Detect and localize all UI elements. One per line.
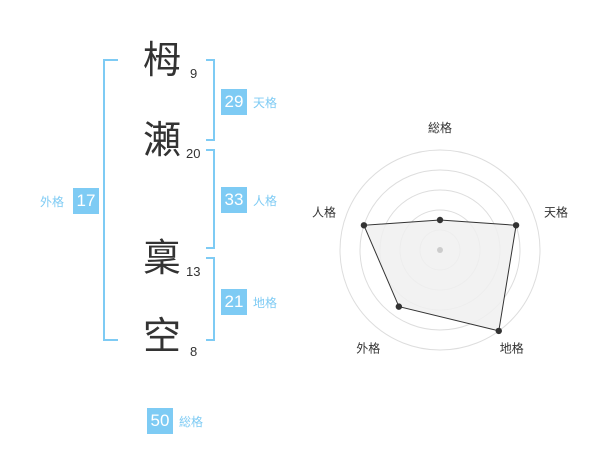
radar-point-5 [360,222,368,229]
tenkaku-label: 天格 [253,96,278,110]
soukaku-label: 総格 [179,415,204,429]
tenkaku-bracket [206,59,215,141]
jinkaku-value: 33 [221,187,247,213]
stroke-count-4: 8 [190,344,198,359]
chikaku-bracket [206,257,215,341]
chikaku-value: 21 [221,289,247,315]
radar-axis-label-3: 地格 [500,341,524,356]
jinkaku-bracket [206,149,215,249]
stroke-count-1: 9 [190,66,198,81]
radar-point-3 [495,327,502,335]
chikaku-label: 地格 [253,296,278,310]
name-char-4: 空 [142,314,181,358]
tenkaku-value: 29 [221,89,247,115]
name-char-2: 瀬 [142,118,181,162]
radar-point-1 [436,216,444,224]
stroke-count-3: 13 [186,264,201,279]
soukaku-value: 50 [147,408,173,434]
radar-axis-label-2: 天格 [544,204,568,219]
radar-ring [339,149,541,351]
name-char-3: 稟 [142,236,181,280]
radar-point-4 [395,303,403,310]
radar-axis-label-4: 外格 [356,341,380,356]
gaikaku-label: 外格 [40,195,65,209]
gaikaku-bracket [103,59,118,341]
radar-ring [359,169,521,331]
jinkaku-label: 人格 [253,194,278,208]
radar-axis-label-1: 総格 [428,120,452,135]
radar-center-dot [437,247,443,253]
radar-axis-label-5: 人格 [312,204,336,219]
name-char-1: 栂 [142,38,181,82]
stroke-count-2: 20 [186,146,201,161]
radar-polygon [363,219,517,332]
gaikaku-value: 17 [73,188,99,214]
radar-point-2 [512,222,520,229]
